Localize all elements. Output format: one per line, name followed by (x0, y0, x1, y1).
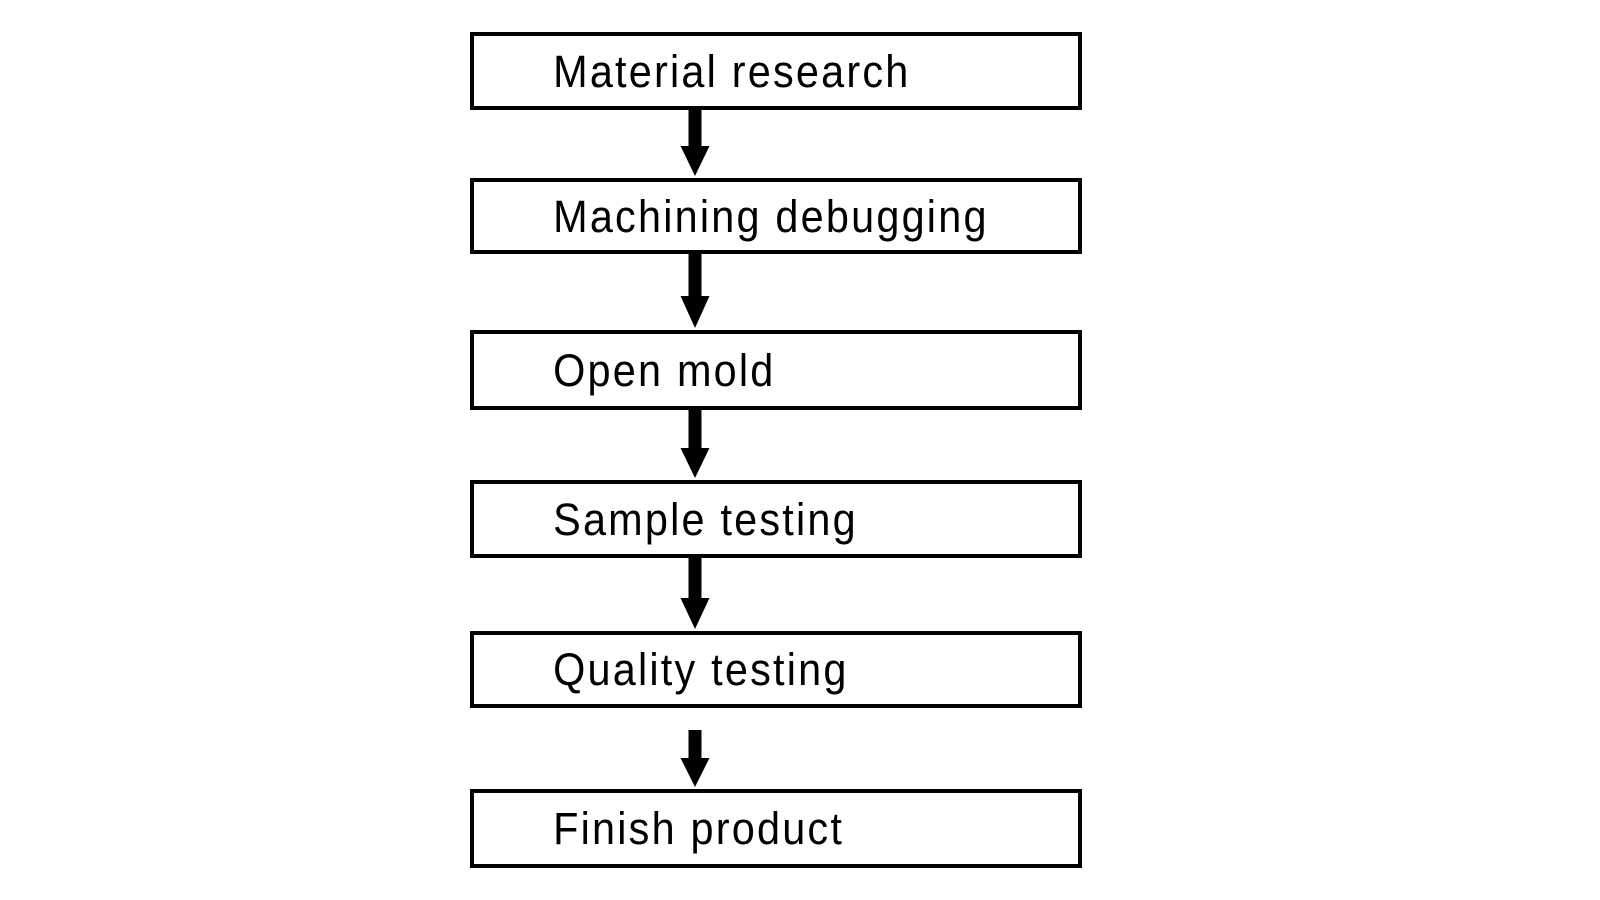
flow-node-label: Quality testing (553, 644, 849, 695)
arrow-down-icon (666, 254, 724, 330)
flow-node-quality-testing[interactable]: Quality testing (470, 631, 1082, 708)
flow-node-label: Open mold (553, 344, 776, 396)
arrow-down-icon (666, 110, 724, 178)
arrow-down-icon (666, 410, 724, 480)
flow-node-finish-product[interactable]: Finish product (470, 789, 1082, 868)
flow-node-label: Finish product (553, 803, 845, 854)
flow-node-label: Sample testing (553, 493, 858, 545)
flow-node-label: Material research (553, 45, 911, 97)
flow-node-open-mold[interactable]: Open mold (470, 330, 1082, 410)
flow-node-material-research[interactable]: Material research (470, 32, 1082, 110)
flow-node-label: Machining debugging (553, 190, 989, 242)
arrow-down-icon (666, 708, 724, 789)
arrow-down-icon (666, 558, 724, 631)
flow-node-machining-debugging[interactable]: Machining debugging (470, 178, 1082, 254)
flow-node-sample-testing[interactable]: Sample testing (470, 480, 1082, 558)
